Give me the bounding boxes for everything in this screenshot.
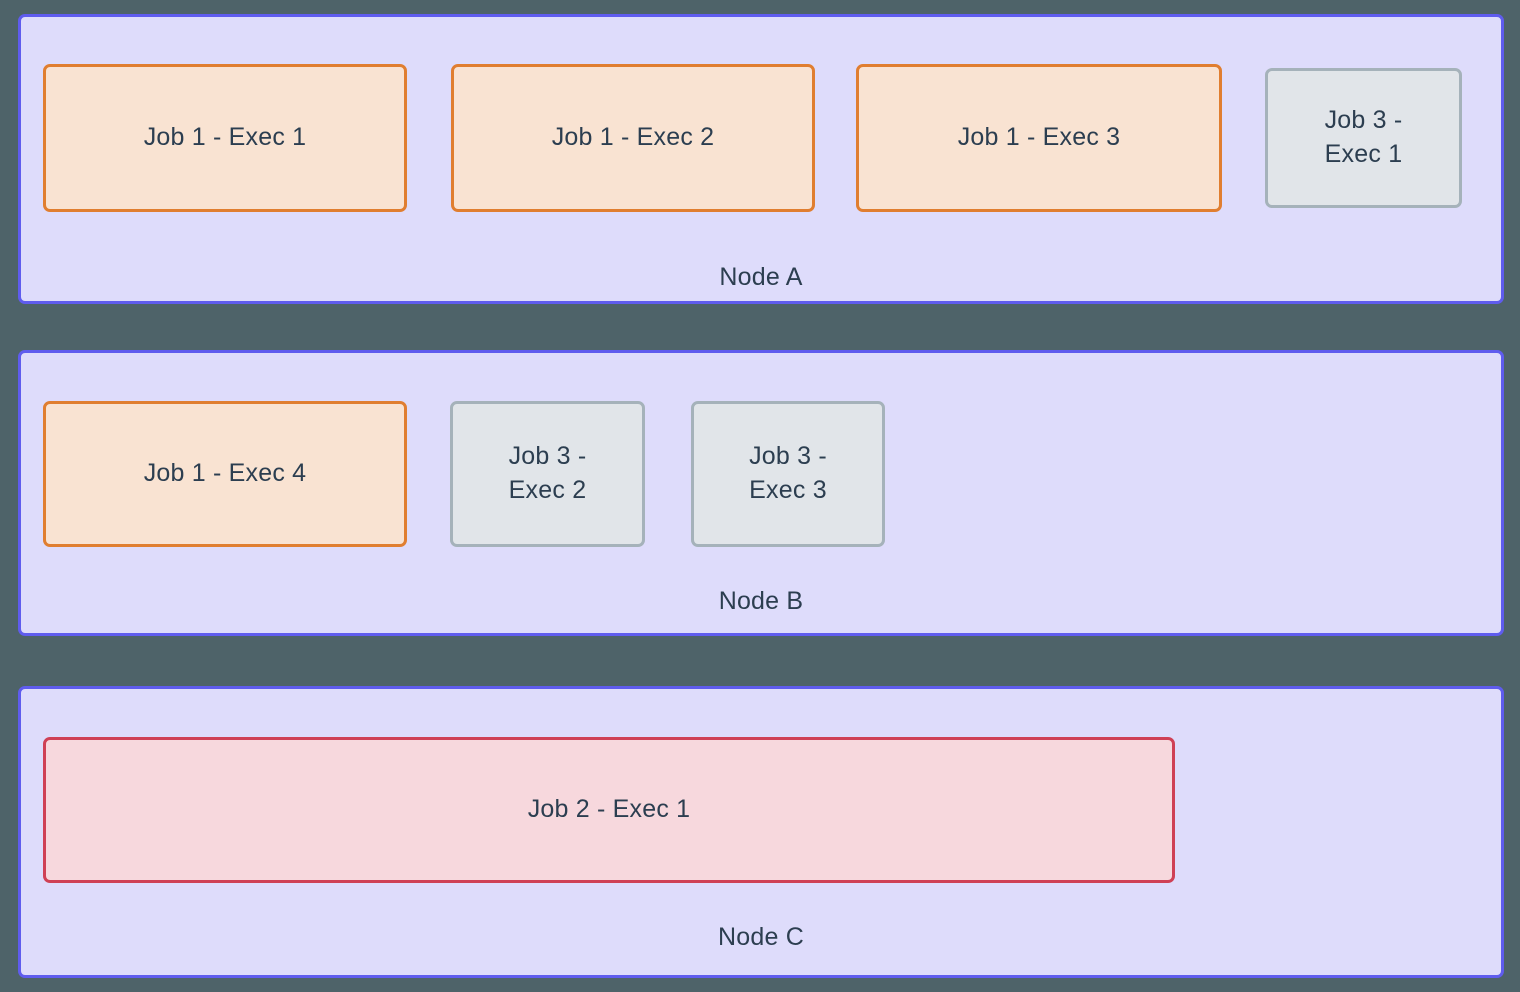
- node-label-a: Node A: [719, 263, 803, 291]
- executor-box-job3-exec3[interactable]: Job 3 - Exec 3: [691, 401, 885, 547]
- executor-box-job1-exec1[interactable]: Job 1 - Exec 1: [43, 64, 407, 212]
- executor-box-job1-exec4[interactable]: Job 1 - Exec 4: [43, 401, 407, 547]
- executor-box-job1-exec2[interactable]: Job 1 - Exec 2: [451, 64, 815, 212]
- executor-box-job3-exec1[interactable]: Job 3 - Exec 1: [1265, 68, 1462, 208]
- executor-box-job2-exec1[interactable]: Job 2 - Exec 1: [43, 737, 1175, 883]
- node-label-c: Node C: [718, 923, 804, 951]
- node-container-c[interactable]: Job 2 - Exec 1 Node C: [18, 686, 1504, 978]
- node-container-a[interactable]: Job 1 - Exec 1 Job 1 - Exec 2 Job 1 - Ex…: [18, 14, 1504, 304]
- executor-box-job3-exec2[interactable]: Job 3 - Exec 2: [450, 401, 645, 547]
- node-label-b: Node B: [718, 587, 804, 615]
- executor-box-job1-exec3[interactable]: Job 1 - Exec 3: [856, 64, 1222, 212]
- node-container-b[interactable]: Job 1 - Exec 4 Job 3 - Exec 2 Job 3 - Ex…: [18, 350, 1504, 636]
